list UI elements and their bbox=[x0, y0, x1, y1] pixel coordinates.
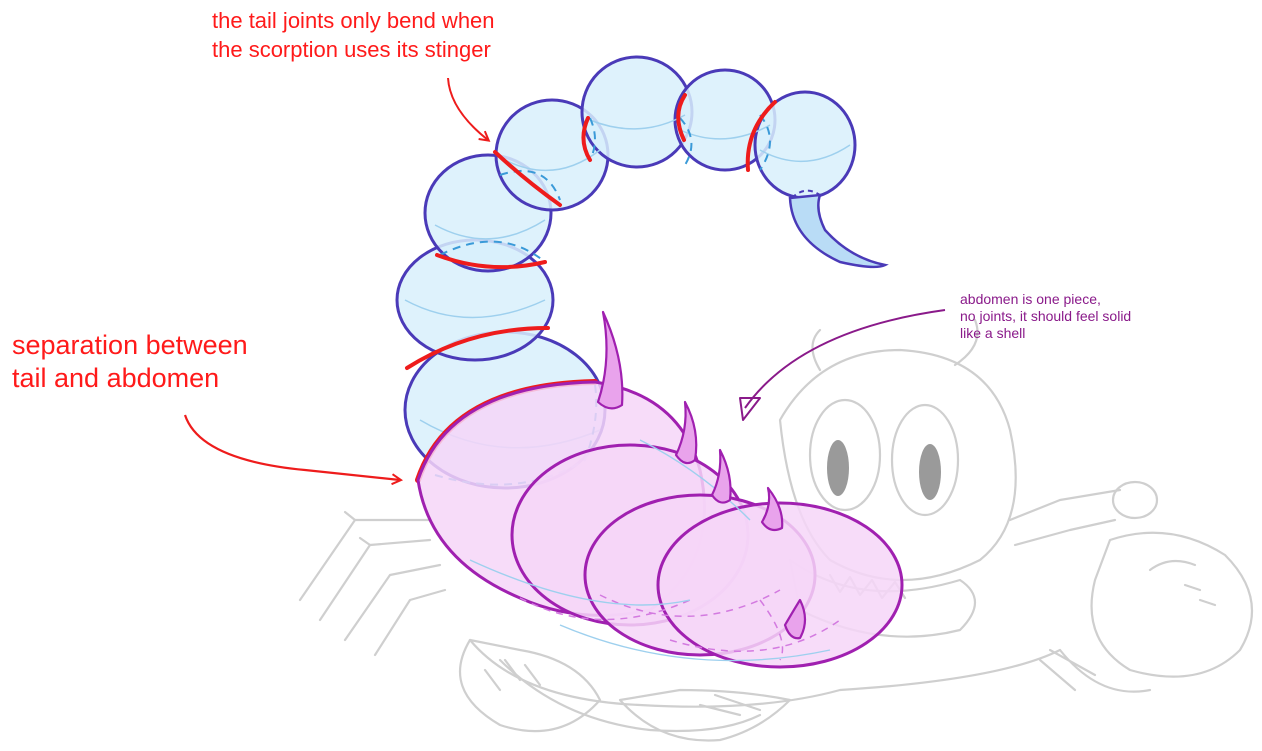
right-arm bbox=[1010, 490, 1120, 545]
tail-joints-arrow bbox=[448, 78, 488, 140]
pupils bbox=[827, 440, 941, 500]
left-pupil bbox=[827, 440, 849, 496]
tail-joints-note: the tail joints only bend when the scorp… bbox=[212, 6, 495, 64]
bottom-claw bbox=[620, 690, 790, 741]
abdomen-note: abdomen is one piece, no joints, it shou… bbox=[960, 291, 1131, 342]
separation-note: separation between tail and abdomen bbox=[12, 329, 248, 395]
right-pupil bbox=[919, 444, 941, 500]
separation-arrow bbox=[185, 415, 400, 480]
abdomen bbox=[418, 382, 902, 667]
spike bbox=[598, 312, 622, 408]
stinger bbox=[790, 195, 885, 267]
right-claw bbox=[1092, 533, 1252, 677]
rear-leg bbox=[300, 520, 430, 600]
